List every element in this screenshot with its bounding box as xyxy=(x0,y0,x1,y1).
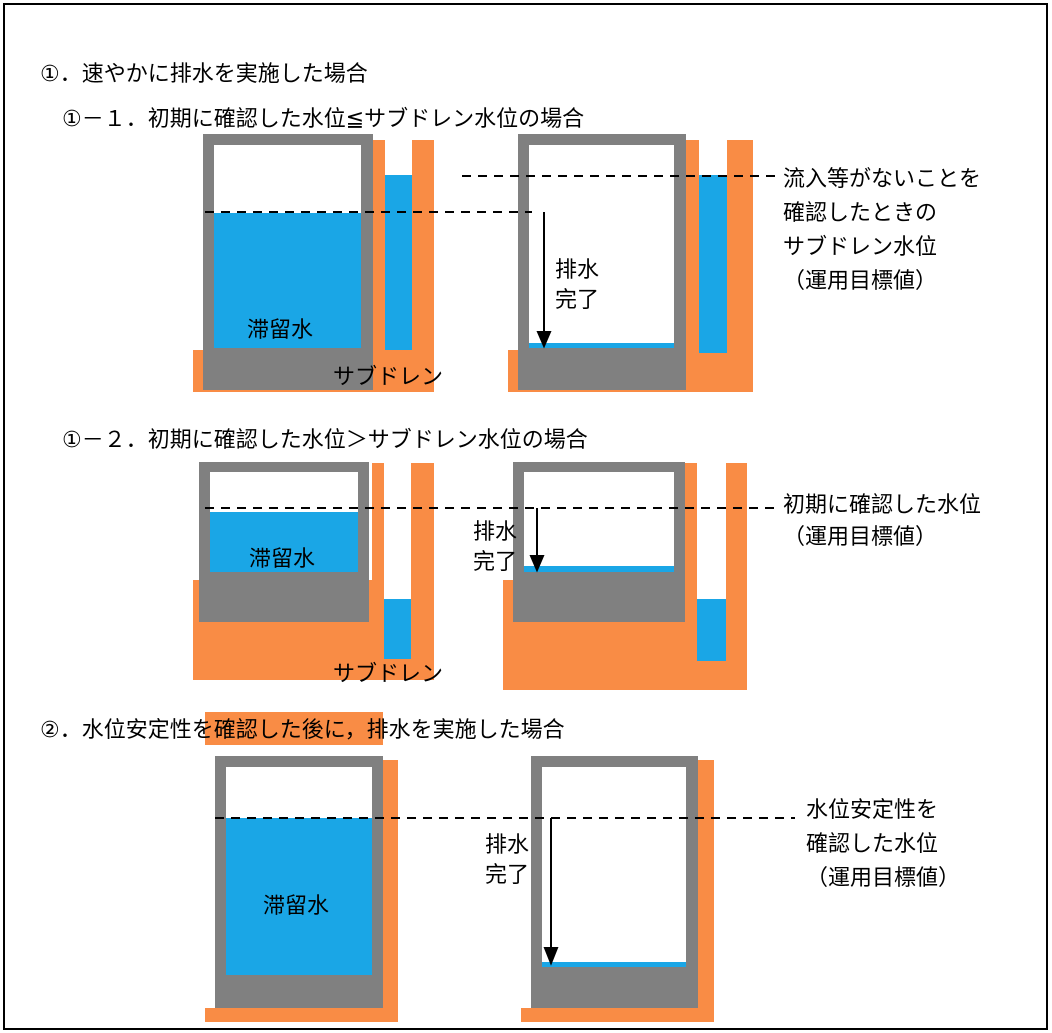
scenario-1-1-before xyxy=(193,134,434,392)
scenario-2-after xyxy=(521,756,714,1022)
heading-2: ②．水位安定性を確認した後に，排水を実施した場合 xyxy=(40,718,565,743)
residual-water xyxy=(529,343,674,348)
soil-base xyxy=(521,1008,714,1022)
soil-wall xyxy=(696,760,714,1022)
stagnant-water xyxy=(226,818,372,975)
drain-arrow-3-head xyxy=(543,947,559,966)
annotation-initial-line2: （運用目標値） xyxy=(783,525,938,550)
subdrain-empty xyxy=(699,140,727,175)
drain-arrow-1-head xyxy=(536,331,552,349)
stagnant-water-label: 滞留水 xyxy=(249,547,316,572)
subdrain-empty xyxy=(385,140,412,175)
subdrain-water xyxy=(385,175,412,350)
residual-water xyxy=(524,566,674,572)
annotation-subdrain-line3: サブドレン水位 xyxy=(783,235,938,260)
subdrain-label: サブドレン xyxy=(333,662,444,687)
annotation-stable-line3: （運用目標値） xyxy=(806,866,961,891)
tank-floor xyxy=(531,967,698,1008)
residual-water xyxy=(542,962,686,967)
subdrain-water xyxy=(384,599,411,659)
subdrain-water xyxy=(699,175,727,353)
heading-1-1: ①－１．初期に確認した水位≦サブドレン水位の場合 xyxy=(62,107,585,132)
drain-label-line2: 完了 xyxy=(555,288,600,313)
soil-base xyxy=(205,1008,398,1022)
drain-label-line1: 排水 xyxy=(485,833,530,858)
annotation-subdrain-line4: （運用目標値） xyxy=(783,269,938,294)
scenario-1-2-after xyxy=(503,462,747,690)
heading-1: ①．速やかに排水を実施した場合 xyxy=(40,62,368,87)
heading-1-2: ①－２．初期に確認した水位＞サブドレン水位の場合 xyxy=(62,428,588,453)
annotation-initial-line1: 初期に確認した水位 xyxy=(783,493,982,518)
annotation-stable-line2: 確認した水位 xyxy=(806,832,939,857)
annotation-subdrain-line2: 確認したときの xyxy=(783,201,938,226)
tank-interior xyxy=(524,472,674,572)
tank-interior xyxy=(529,145,674,348)
stagnant-water xyxy=(214,213,361,348)
subdrain-label: サブドレン xyxy=(333,365,444,390)
stagnant-water xyxy=(210,512,358,572)
annotation-subdrain-line1: 流入等がないことを xyxy=(783,167,982,192)
drain-label-line1: 排水 xyxy=(473,520,518,545)
subdrain-empty xyxy=(384,463,411,599)
subdrain-water xyxy=(697,599,726,661)
tank-floor xyxy=(215,975,383,1008)
scenario-2-before xyxy=(205,756,398,1022)
drain-label-line1: 排水 xyxy=(555,258,600,283)
scenario-1-2-before xyxy=(193,462,434,680)
annotation-stable-line1: 水位安定性を xyxy=(806,798,939,823)
stagnant-water-label: 滞留水 xyxy=(263,894,330,919)
drain-label-line2: 完了 xyxy=(473,550,518,575)
drain-label-line2: 完了 xyxy=(485,863,530,888)
subdrain-empty xyxy=(697,463,726,599)
stagnant-water-label: 滞留水 xyxy=(247,318,314,343)
diagram-frame xyxy=(3,3,1048,1030)
drain-arrow-2-head xyxy=(529,555,545,573)
